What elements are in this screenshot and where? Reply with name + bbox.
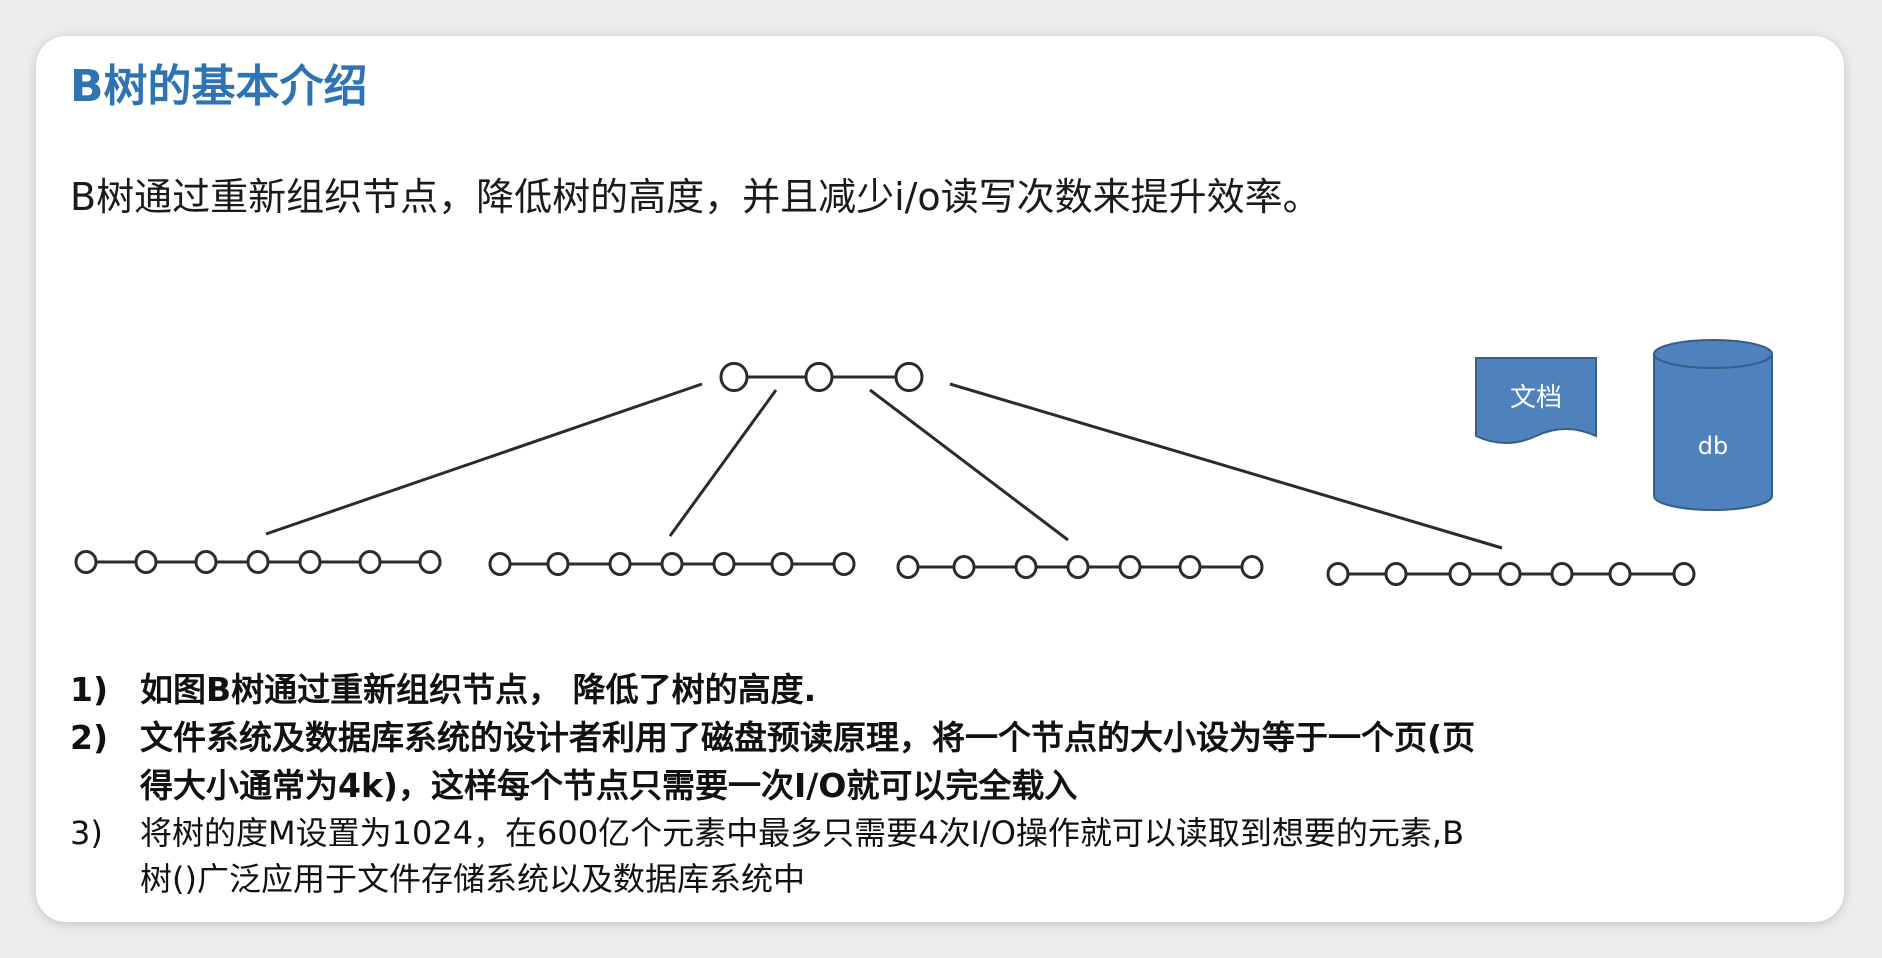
document-icon — [1475, 357, 1597, 444]
tree-node — [608, 552, 632, 576]
tree-node — [1672, 562, 1696, 586]
tree-node — [896, 555, 920, 579]
tree-node — [1014, 555, 1038, 579]
database-label: db — [1698, 432, 1728, 460]
leaf-node-chain — [488, 552, 856, 576]
list-item-text: 树()广泛应用于文件存储系统以及数据库系统中 — [140, 860, 805, 898]
list-item-text: 如图B树通过重新组织节点， 降低了树的高度. — [140, 670, 817, 709]
root-node-chain — [719, 361, 924, 393]
explanation-list: 1) 如图B树通过重新组织节点， 降低了树的高度. 2) 文件系统及数据库系统的… — [70, 666, 1840, 902]
page-title: B树的基本介绍 — [70, 61, 368, 112]
btree-diagram: 文档 db — [74, 339, 1773, 586]
tree-node — [804, 361, 834, 393]
tree-node — [418, 550, 442, 574]
list-item: 1) 如图B树通过重新组织节点， 降低了树的高度. — [70, 666, 1840, 714]
tree-edge — [265, 382, 703, 536]
document-shape: 文档 — [1475, 357, 1597, 444]
document-label: 文档 — [1510, 383, 1562, 413]
tree-node — [1178, 555, 1202, 579]
database-shape: db — [1653, 339, 1773, 511]
tree-node — [1448, 562, 1472, 586]
leaf-node-chain — [74, 550, 442, 574]
tree-node — [832, 552, 856, 576]
tree-edges — [265, 382, 1503, 550]
intro-text: B树通过重新组织节点，降低树的高度，并且减少i/o读写次数来提升效率。 — [70, 175, 1321, 219]
leaf-node-chain — [1326, 562, 1696, 586]
tree-node — [1498, 562, 1522, 586]
tree-node — [298, 550, 322, 574]
tree-node — [134, 550, 158, 574]
slide-card: B树的基本介绍 B树通过重新组织节点，降低树的高度，并且减少i/o读写次数来提升… — [36, 36, 1844, 922]
tree-node — [74, 550, 98, 574]
database-icon — [1653, 354, 1773, 511]
list-item-text: 将树的度M设置为1024，在600亿个元素中最多只需要4次I/O操作就可以读取到… — [140, 814, 1465, 852]
tree-node — [952, 555, 976, 579]
list-item-text: 文件系统及数据库系统的设计者利用了磁盘预读原理，将一个节点的大小设为等于一个页(… — [140, 718, 1476, 757]
list-item: 2) 文件系统及数据库系统的设计者利用了磁盘预读原理，将一个节点的大小设为等于一… — [70, 714, 1840, 810]
tree-edge — [949, 382, 1503, 550]
tree-node — [358, 550, 382, 574]
list-item-number: 2) — [70, 718, 109, 757]
tree-node — [660, 552, 684, 576]
tree-node — [1118, 555, 1142, 579]
list-item-text: 得大小通常为4k)，这样每个节点只需要一次I/O就可以完全载入 — [140, 766, 1078, 805]
tree-node — [488, 552, 512, 576]
tree-node — [719, 361, 749, 393]
tree-node — [1608, 562, 1632, 586]
tree-edge — [668, 389, 778, 537]
tree-edge — [869, 388, 1069, 542]
list-item: 3) 将树的度M设置为1024，在600亿个元素中最多只需要4次I/O操作就可以… — [70, 810, 1840, 902]
tree-node — [1326, 562, 1350, 586]
list-item-number: 1) — [70, 670, 109, 709]
leaf-node-chain — [896, 555, 1264, 579]
tree-node — [1066, 555, 1090, 579]
database-top — [1653, 339, 1773, 369]
list-item-number: 3) — [70, 814, 103, 852]
tree-node — [712, 552, 736, 576]
tree-node — [1550, 562, 1574, 586]
tree-node — [770, 552, 794, 576]
tree-node — [894, 361, 924, 393]
tree-node — [546, 552, 570, 576]
tree-node — [246, 550, 270, 574]
tree-node — [1240, 555, 1264, 579]
tree-node — [194, 550, 218, 574]
tree-node — [1384, 562, 1408, 586]
tree-node-chains — [74, 361, 1696, 586]
